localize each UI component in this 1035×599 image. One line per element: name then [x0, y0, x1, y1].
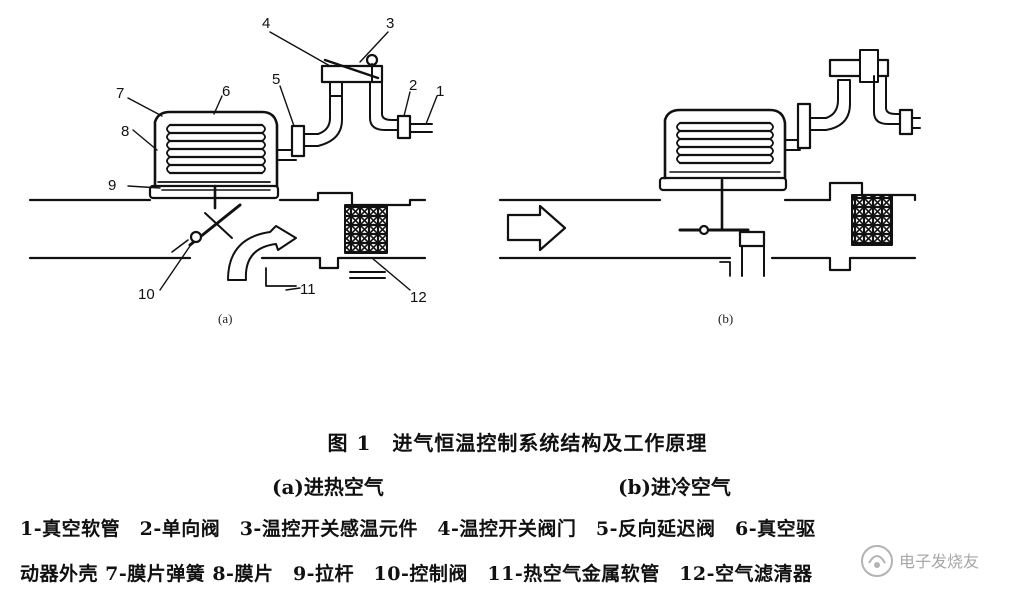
- legend-line-2: 动器外壳 7-膜片弹簧 8-膜片 9-拉杆 10-控制阀 11-热空气金属软管 …: [20, 563, 813, 585]
- panel-a-drawing: [28, 31, 438, 291]
- callout-2: 2: [409, 77, 418, 94]
- callout-4: 4: [262, 15, 271, 32]
- caption-subtitle-b: (b)进冷空气: [618, 475, 731, 499]
- figure-caption-title: 图 1 进气恒温控制系统结构及工作原理: [327, 431, 708, 455]
- callout-7: 7: [116, 85, 125, 102]
- callout-5: 5: [272, 71, 281, 88]
- diagram-drawing: [28, 31, 921, 291]
- callout-8: 8: [121, 123, 130, 140]
- watermark-text: 电子发烧友: [899, 552, 979, 571]
- callout-6: 6: [222, 83, 231, 100]
- callout-3: 3: [386, 15, 395, 32]
- callout-1: 1: [436, 83, 445, 100]
- callout-12: 12: [410, 289, 427, 306]
- caption-subtitle-a: (a)进热空气: [272, 475, 384, 499]
- panel-b-label: (b): [718, 311, 734, 326]
- diagram-figure: 4 3 5 2 1 7 6 8 9 10 11 12 (a) (b): [28, 15, 921, 326]
- watermark-logo: 电子发烧友: [857, 541, 1007, 581]
- callout-11: 11: [300, 281, 316, 298]
- watermark-icon: 电子发烧友: [861, 545, 979, 577]
- callout-10: 10: [138, 286, 155, 303]
- panel-b-drawing: [498, 49, 921, 277]
- panel-a-label: (a): [218, 311, 233, 326]
- callout-9: 9: [108, 177, 117, 194]
- legend-line-1: 1-真空软管 2-单向阀 3-温控开关感温元件 4-温控开关阀门 5-反向延迟阀…: [20, 518, 816, 540]
